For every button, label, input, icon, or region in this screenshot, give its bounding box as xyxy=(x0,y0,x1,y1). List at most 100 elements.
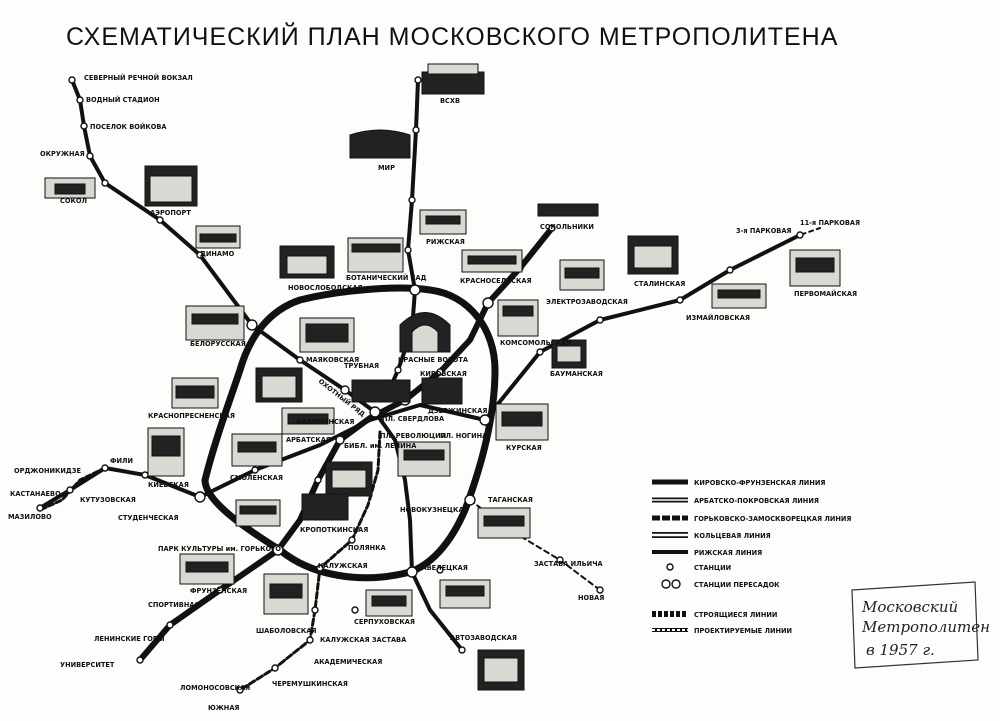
building-kievskaya xyxy=(147,427,185,477)
station-buildings xyxy=(44,63,841,691)
building-mayakovskaya xyxy=(299,317,355,353)
rizhskaya-line xyxy=(383,78,420,402)
building-izmaylovskaya xyxy=(711,283,767,309)
label-11-parkovaya: 11-я ПАРКОВАЯ xyxy=(800,219,860,227)
legend: КИРОВСКО-ФРУНЗЕНСКАЯ ЛИНИЯ АРБАТСКО-ПОКР… xyxy=(652,479,852,635)
building-paveletskaya xyxy=(439,579,491,609)
handwritten-note: Московский Метрополитен в 1957 г. xyxy=(851,581,990,669)
label-komsomolskaya: КОМСОМОЛЬСКАЯ xyxy=(500,339,571,347)
building-novokuznetskaya xyxy=(397,441,451,477)
label-frunzenskaya: ФРУНЗЕНСКАЯ xyxy=(190,587,247,595)
building-stalinskaya xyxy=(627,235,679,275)
legend-gorkovsko: ГОРЬКОВСКО-ЗАМОСКВОРЕЦКАЯ ЛИНИЯ xyxy=(652,515,852,523)
legend-stroyashchiesya: СТРОЯЩИЕСЯ ЛИНИИ xyxy=(652,611,777,619)
label-lomonosovskaya: ЛОМОНОСОВСКАЯ xyxy=(180,684,250,692)
building-belorusskaya xyxy=(185,305,245,341)
legend-arbatsko: АРБАТСКО-ПОКРОВСКАЯ ЛИНИЯ xyxy=(652,497,819,505)
label-pervomayskaya: ПЕРВОМАЙСКАЯ xyxy=(794,289,857,298)
label-mayakovskaya: МАЯКОВСКАЯ xyxy=(306,356,359,364)
label-izmaylovskaya: ИЗМАЙЛОВСКАЯ xyxy=(686,313,750,322)
legend-stantsii: СТАНЦИИ xyxy=(666,563,731,572)
building-rizhskaya xyxy=(419,209,467,235)
label-sokolniki: СОКОЛЬНИКИ xyxy=(540,223,594,231)
label-fili: ФИЛИ xyxy=(110,457,133,465)
label-okruzhnaya: ОКРУЖНАЯ xyxy=(40,150,85,158)
label-paveletskaya: ПАВЕЛЕЦКАЯ xyxy=(416,564,468,572)
label-kalininskaya: КАЛИНИНСКАЯ xyxy=(296,418,354,426)
label-elektrozavodskaya: ЭЛЕКТРОЗАВОДСКАЯ xyxy=(546,298,628,306)
label-stalinskaya: СТАЛИНСКАЯ xyxy=(634,280,685,288)
building-bibl-lenina xyxy=(325,461,373,497)
label-krasnopresnenskaya: КРАСНОПРЕСНЕНСКАЯ xyxy=(148,412,235,420)
label-ordzhonikidze: ОРДЖОНИКИДЗЕ xyxy=(14,467,81,475)
label-avtozavodskaya: АВТОЗАВОДСКАЯ xyxy=(450,634,517,642)
svg-text:СТАНЦИИ ПЕРЕСАДОК: СТАНЦИИ ПЕРЕСАДОК xyxy=(694,581,780,589)
building-baumanskaya xyxy=(551,339,587,369)
label-sportivnaya: СПОРТИВНАЯ xyxy=(148,601,200,609)
legend-peresadki: СТАНЦИИ ПЕРЕСАДОК xyxy=(661,579,780,589)
label-kropotkinskaya: КРОПОТКИНСКАЯ xyxy=(300,526,368,534)
label-poselok-voykova: ПОСЕЛОК ВОЙКОВА xyxy=(90,122,167,131)
building-botanical xyxy=(347,237,404,273)
label-polyanka: ПОЛЯНКА xyxy=(348,544,387,552)
building-kurskaya xyxy=(495,403,549,441)
label-kievskaya: КИЕВСКАЯ xyxy=(148,481,189,489)
arbatsko-line xyxy=(38,233,802,510)
building-krasnye-vorota xyxy=(399,312,451,353)
building-kalininskaya xyxy=(255,367,303,403)
building-komsomolskaya xyxy=(497,299,539,337)
building-vdnkh xyxy=(421,63,485,95)
building-aeroport xyxy=(144,165,198,207)
label-nogina: ПЛ. НОГИНА xyxy=(440,432,488,440)
svg-text:КОЛЬЦЕВАЯ ЛИНИЯ: КОЛЬЦЕВАЯ ЛИНИЯ xyxy=(694,532,771,540)
label-trubnaya: ТРУБНАЯ xyxy=(344,362,379,370)
label-revolyutsii: ПЛ. РЕВОЛЮЦИИ xyxy=(380,432,446,440)
gorkovsko-line xyxy=(70,78,464,652)
label-mir: МИР xyxy=(378,164,395,172)
building-krasnopresnenskaya xyxy=(171,377,219,409)
label-sokol: СОКОЛ xyxy=(60,197,87,205)
label-krasnye-vorota: КРАСНЫЕ ВОРОТА xyxy=(398,356,469,364)
label-kurskaya: КУРСКАЯ xyxy=(506,444,542,452)
label-studencheskaya: СТУДЕНЧЕСКАЯ xyxy=(118,514,179,522)
building-kropotkinskaya xyxy=(235,499,281,527)
label-vodny-stadion: ВОДНЫЙ СТАДИОН xyxy=(86,95,160,104)
label-mazilovo: МАЗИЛОВО xyxy=(8,513,52,521)
legend-rizhskaya: РИЖСКАЯ ЛИНИЯ xyxy=(652,549,762,557)
label-kaluzhskaya-zastava: КАЛУЖСКАЯ ЗАСТАВА xyxy=(320,636,407,644)
label-yuzhnaya: ЮЖНАЯ xyxy=(208,704,240,712)
label-rizhskaya: РИЖСКАЯ xyxy=(426,238,465,246)
label-novoslobodskaya: НОВОСЛОБОДСКАЯ xyxy=(288,284,363,292)
handwritten-line-3: в 1957 г. xyxy=(866,641,935,659)
svg-text:ГОРЬКОВСКО-ЗАМОСКВОРЕЦКАЯ ЛИНИ: ГОРЬКОВСКО-ЗАМОСКВОРЕЦКАЯ ЛИНИЯ xyxy=(694,515,852,523)
label-kastanaevo: КАСТАНАЕВО xyxy=(10,490,61,498)
label-belorusskaya: БЕЛОРУССКАЯ xyxy=(190,340,246,348)
svg-text:РИЖСКАЯ ЛИНИЯ: РИЖСКАЯ ЛИНИЯ xyxy=(694,549,762,557)
label-serpukhovskaya: СЕРПУХОВСКАЯ xyxy=(354,618,415,626)
building-mir xyxy=(349,129,411,159)
label-smolenskaya: СМОЛЕНСКАЯ xyxy=(230,474,283,482)
label-arbatskaya: АРБАТСКАЯ xyxy=(286,436,331,444)
label-park-kultury: ПАРК КУЛЬТУРЫ им. ГОРЬКОГО xyxy=(158,545,281,553)
building-avtozavodskaya xyxy=(477,649,525,691)
building-dzerzhinskaya xyxy=(351,377,463,405)
legend-koltsevaya: КОЛЬЦЕВАЯ ЛИНИЯ xyxy=(652,532,771,540)
building-sokol xyxy=(44,177,96,199)
label-taganskaya: ТАГАНСКАЯ xyxy=(488,496,533,504)
label-aeroport: АЭРОПОРТ xyxy=(150,209,191,217)
building-frunzenskaya xyxy=(179,553,235,585)
label-severny-rechnoy: СЕВЕРНЫЙ РЕЧНОЙ ВОКЗАЛ xyxy=(84,73,193,82)
building-arbatskaya xyxy=(281,407,335,435)
building-sokolniki xyxy=(537,203,599,217)
label-dinamo: ДИНАМО xyxy=(200,250,235,258)
label-shabolovskaya: ШАБОЛОВСКАЯ xyxy=(256,627,316,635)
label-novaya: НОВАЯ xyxy=(578,594,604,602)
label-leninskie-gory: ЛЕНИНСКИЕ ГОРЫ xyxy=(94,635,165,643)
svg-text:ПРОЕКТИРУЕМЫЕ ЛИНИИ: ПРОЕКТИРУЕМЫЕ ЛИНИИ xyxy=(694,627,792,635)
label-krasnoselskaya: КРАСНОСЕЛЬСКАЯ xyxy=(460,277,532,285)
label-bibl-lenina: БИБЛ. им. ЛЕНИНА xyxy=(344,442,417,450)
building-novoslobodskaya xyxy=(279,245,335,279)
svg-text:КИРОВСКО-ФРУНЗЕНСКАЯ ЛИНИЯ: КИРОВСКО-ФРУНЗЕНСКАЯ ЛИНИЯ xyxy=(694,479,825,487)
label-akademicheskaya: АКАДЕМИЧЕСКАЯ xyxy=(314,658,382,666)
